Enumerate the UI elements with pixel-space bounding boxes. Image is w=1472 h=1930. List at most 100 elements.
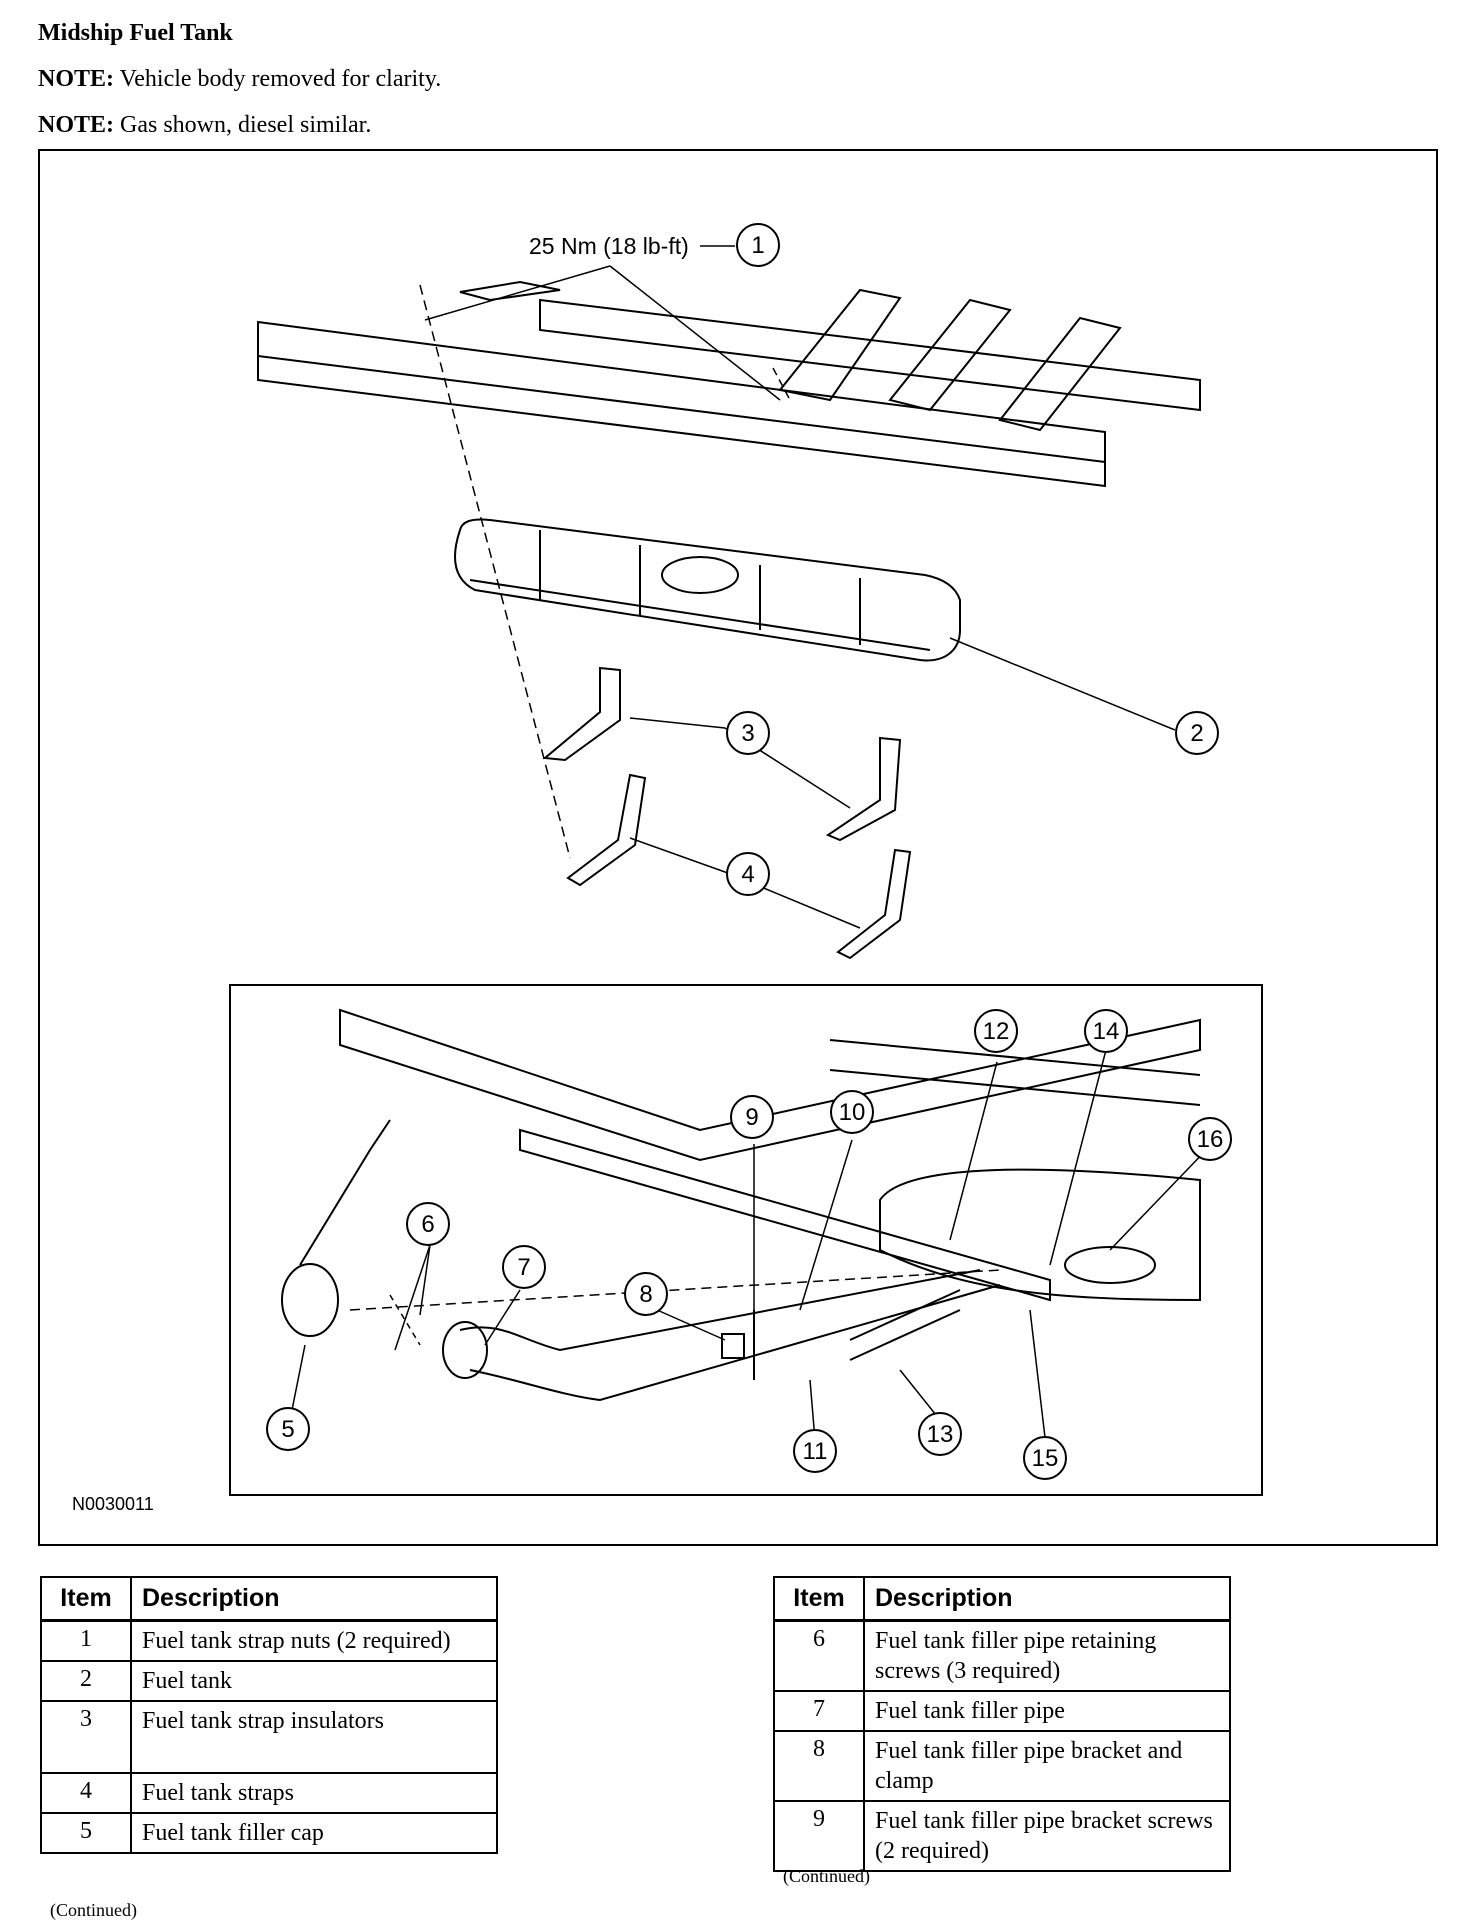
strap-front xyxy=(566,773,647,887)
frame-rail-left-side xyxy=(257,356,1106,488)
note-body-removed: NOTE: Vehicle body removed for clarity. xyxy=(38,66,441,93)
table-row: 5 Fuel tank filler cap xyxy=(40,1812,498,1854)
callout-16-circle xyxy=(1188,1117,1232,1161)
item-description: Fuel tank filler pipe retaining screws (… xyxy=(863,1619,1231,1692)
callout-6: 6 xyxy=(421,1211,434,1238)
strap-insulator-rear xyxy=(825,736,902,842)
item-description: Fuel tank filler cap xyxy=(130,1812,498,1854)
note-text: Gas shown, diesel similar. xyxy=(114,112,372,138)
table-row: 1 Fuel tank strap nuts (2 required) xyxy=(40,1619,498,1662)
inset-frame-rail xyxy=(339,1008,1201,1162)
table-row: 6 Fuel tank filler pipe retaining screws… xyxy=(773,1619,1231,1692)
callout-12: 12 xyxy=(983,1018,1010,1045)
inset-crossmember xyxy=(519,1128,1051,1302)
inset-pump-module xyxy=(1064,1246,1156,1284)
item-description: Fuel tank xyxy=(130,1660,498,1702)
callout-13-circle xyxy=(918,1412,962,1456)
crossmember-3 xyxy=(998,316,1122,432)
frame-rail-left xyxy=(257,320,1106,464)
note-gas-diesel: NOTE: Gas shown, diesel similar. xyxy=(38,112,371,139)
item-number: 8 xyxy=(773,1730,865,1802)
callout-4: 4 xyxy=(741,861,754,888)
table-row: 4 Fuel tank straps xyxy=(40,1772,498,1814)
filler-cap xyxy=(281,1263,339,1337)
callout-6-circle xyxy=(406,1202,450,1246)
callout-1: 1 xyxy=(751,232,764,259)
table-row: 8 Fuel tank filler pipe bracket and clam… xyxy=(773,1730,1231,1802)
filler-cap-tether xyxy=(299,1119,391,1266)
item-description: Fuel tank filler pipe xyxy=(863,1690,1231,1732)
page-title: Midship Fuel Tank xyxy=(38,20,233,46)
inset-fuel-tank xyxy=(879,1168,1201,1302)
column-header-description: Description xyxy=(863,1576,1231,1622)
table-row: 9 Fuel tank filler pipe bracket screws (… xyxy=(773,1800,1231,1872)
filler-hose xyxy=(849,1289,961,1361)
table-row: 3 Fuel tank strap insulators xyxy=(40,1700,498,1774)
note-text: Vehicle body removed for clarity. xyxy=(114,66,442,92)
item-number: 1 xyxy=(40,1619,132,1662)
callout-7-circle xyxy=(502,1245,546,1289)
column-header-description: Description xyxy=(130,1576,498,1622)
callout-13: 13 xyxy=(927,1421,954,1448)
fuel-pump-module xyxy=(661,556,739,594)
item-table-right: Item Description 6 Fuel tank filler pipe… xyxy=(773,1576,1231,1872)
note-label: NOTE: xyxy=(38,66,115,92)
crossmember-front xyxy=(459,280,561,302)
callout-15-circle xyxy=(1023,1436,1067,1480)
table-row: 7 Fuel tank filler pipe xyxy=(773,1690,1231,1732)
note-label: NOTE: xyxy=(38,112,115,138)
strap-rear xyxy=(836,848,912,960)
callout-2-circle xyxy=(1175,711,1219,755)
item-number: 6 xyxy=(773,1619,865,1692)
column-header-item: Item xyxy=(773,1576,865,1622)
continued-note-left: (Continued) xyxy=(50,1900,137,1920)
strap-insulator-front xyxy=(542,666,621,762)
continued-note-right: (Continued) xyxy=(783,1866,870,1886)
callout-9: 9 xyxy=(745,1104,758,1131)
item-description: Fuel tank filler pipe bracket and clamp xyxy=(863,1730,1231,1802)
callout-11-circle xyxy=(793,1429,837,1473)
callout-12-circle xyxy=(974,1009,1018,1053)
item-description: Fuel tank strap insulators xyxy=(130,1700,498,1774)
fuel-tank-body xyxy=(454,518,961,662)
crossmember-1 xyxy=(778,288,902,402)
callout-9-circle xyxy=(730,1095,774,1139)
item-description: Fuel tank strap nuts (2 required) xyxy=(130,1619,498,1662)
callout-4-circle xyxy=(726,852,770,896)
item-number: 7 xyxy=(773,1690,865,1732)
callout-14: 14 xyxy=(1093,1018,1120,1045)
callout-11: 11 xyxy=(803,1438,828,1465)
item-number: 5 xyxy=(40,1812,132,1854)
crossmember-2 xyxy=(888,298,1012,412)
callout-2: 2 xyxy=(1190,720,1203,747)
item-description: Fuel tank filler pipe bracket screws (2 … xyxy=(863,1800,1231,1872)
callout-15: 15 xyxy=(1032,1445,1059,1472)
torque-spec-label: 25 Nm (18 lb-ft) xyxy=(529,233,689,259)
callout-7: 7 xyxy=(517,1254,530,1281)
item-table-left: Item Description 1 Fuel tank strap nuts … xyxy=(40,1576,498,1854)
callout-10: 10 xyxy=(839,1099,866,1126)
exploded-view-figure xyxy=(38,149,1438,1546)
filler-pipe-inset-frame xyxy=(229,984,1263,1496)
bracket-clamp xyxy=(721,1333,745,1359)
callout-3-circle xyxy=(726,711,770,755)
callout-10-circle xyxy=(830,1090,874,1134)
table-row: 2 Fuel tank xyxy=(40,1660,498,1702)
item-description: Fuel tank straps xyxy=(130,1772,498,1814)
callout-1-circle xyxy=(736,223,780,267)
item-number: 3 xyxy=(40,1700,132,1774)
column-header-item: Item xyxy=(40,1576,132,1622)
item-number: 4 xyxy=(40,1772,132,1814)
filler-pipe xyxy=(459,1269,1001,1402)
filler-pipe-housing xyxy=(442,1321,488,1379)
item-number: 9 xyxy=(773,1800,865,1872)
figure-id: N0030011 xyxy=(72,1494,154,1514)
item-number: 2 xyxy=(40,1660,132,1702)
callout-16: 16 xyxy=(1197,1126,1224,1153)
callout-3: 3 xyxy=(741,720,754,747)
frame-rail-right xyxy=(539,298,1201,412)
callout-14-circle xyxy=(1084,1009,1128,1053)
callout-5: 5 xyxy=(281,1416,294,1443)
callout-8: 8 xyxy=(639,1281,652,1308)
